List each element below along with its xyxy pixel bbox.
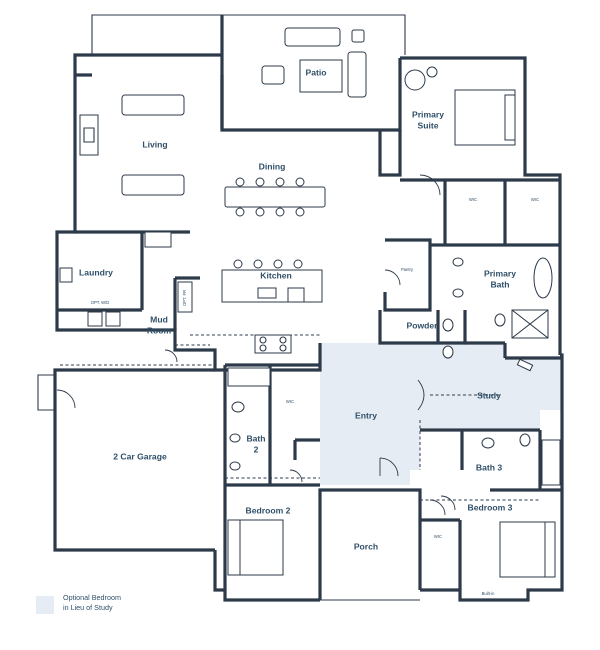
label-porch: Porch [354, 541, 378, 551]
optional-bedroom-area [320, 343, 562, 485]
label-pantry: Pantry [401, 267, 414, 272]
bedroom2-bed [227, 519, 284, 576]
patio-furniture [261, 27, 367, 98]
label-bedroom2: Bedroom 2 [246, 505, 291, 515]
label-bath2-2: 2 [254, 444, 259, 454]
legend-line-2: in Lieu of Study [63, 602, 113, 612]
label-mud-room-1: Mud [150, 314, 168, 324]
legend: Optional Bedroom in Lieu of Study [36, 593, 196, 623]
label-kitchen: Kitchen [260, 270, 292, 280]
bath3-fixtures [481, 433, 561, 486]
label-dining: Dining [259, 161, 286, 171]
bath2-fixtures [227, 367, 271, 471]
bedroom3-bed [499, 521, 556, 578]
label-wic-bedroom3: WIC [434, 534, 442, 539]
legend-line-1: Optional Bedroom [63, 593, 121, 602]
primary-suite-furniture [404, 66, 516, 146]
laundry-fixtures [59, 231, 193, 327]
door-swings [56, 174, 456, 516]
label-primary-bath-2: Bath [490, 279, 509, 289]
label-entry: Entry [355, 410, 377, 420]
label-bath2-1: Bath [246, 433, 265, 443]
dining-table [224, 177, 326, 217]
living-furniture [79, 94, 185, 196]
label-primary-bath-1: Primary [484, 268, 516, 278]
label-opt-wd: OPT. W/D [91, 300, 110, 305]
kitchen-island [221, 259, 323, 354]
label-laundry: Laundry [79, 267, 113, 277]
legend-swatch [36, 596, 54, 614]
label-primary-suite-1: Primary [412, 109, 444, 119]
label-opt-fr: OPT. FR [182, 290, 187, 306]
label-bath3: Bath 3 [476, 462, 502, 472]
room-labels: Patio Primary Suite Living Dining WIC WI… [79, 67, 539, 596]
label-living: Living [142, 139, 167, 149]
label-patio: Patio [305, 67, 326, 77]
primary-bath-fixtures [442, 257, 553, 359]
label-wic-primary-right: WIC [531, 197, 539, 202]
label-powder: Powder [406, 320, 438, 330]
label-built-in: Built-in [482, 591, 495, 596]
label-wic-primary-left: WIC [469, 197, 477, 202]
label-study: Study [477, 390, 501, 400]
legend-text: Optional Bedroom in Lieu of Study [63, 593, 183, 612]
label-garage: 2 Car Garage [113, 451, 167, 461]
label-mud-room-2: Room [147, 325, 172, 335]
study-furniture [417, 358, 534, 411]
label-bedroom3: Bedroom 3 [468, 502, 513, 512]
interior-walls [57, 178, 562, 590]
label-primary-suite-2: Suite [417, 120, 438, 130]
dashed-lines [60, 75, 540, 501]
label-wic-bath2: WIC [286, 399, 294, 404]
